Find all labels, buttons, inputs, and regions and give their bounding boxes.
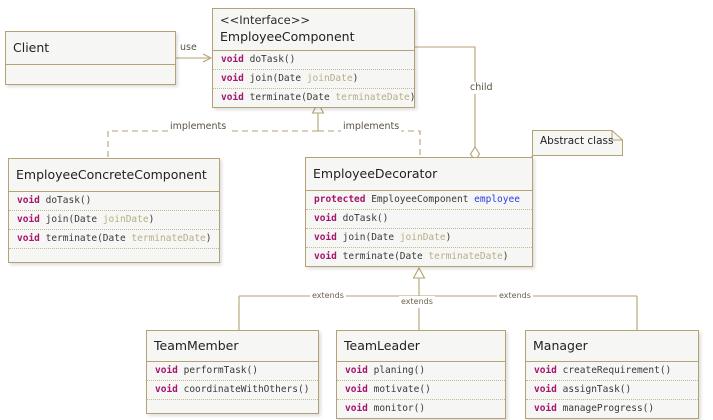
edge-label-use: use bbox=[178, 42, 199, 54]
edge-use-arrowhead bbox=[202, 53, 213, 63]
class-header-manager: Manager bbox=[526, 331, 698, 362]
edge-implements-concrete-dashed bbox=[107, 130, 318, 158]
edge-label-extends-team-member: extends bbox=[310, 290, 346, 302]
class-name-team-member: TeamMember bbox=[154, 338, 239, 353]
class-header-client: Client bbox=[6, 32, 175, 65]
class-header-team-member: TeamMember bbox=[147, 331, 318, 362]
member-row: protected EmployeeComponent employee bbox=[306, 191, 532, 210]
member-row: void join(Date joinDate) bbox=[9, 211, 219, 230]
edge-label-child: child bbox=[468, 82, 495, 94]
member-row: void assignTask() bbox=[526, 381, 698, 400]
class-name-employee-component: EmployeeComponent bbox=[220, 29, 355, 44]
member-row: void createRequirement() bbox=[526, 362, 698, 381]
member-row-spacer bbox=[147, 400, 318, 413]
class-box-team-member[interactable]: TeamMember void performTask() void coord… bbox=[146, 330, 319, 414]
class-box-employee-component[interactable]: <<Interface>> EmployeeComponent void doT… bbox=[212, 8, 416, 108]
edge-implements-decorator-dashed bbox=[318, 130, 421, 157]
class-box-manager[interactable]: Manager void createRequirement() void as… bbox=[525, 330, 699, 419]
class-name-client: Client bbox=[13, 40, 50, 55]
class-members-employee-decorator: protected EmployeeComponent employee voi… bbox=[306, 191, 532, 266]
member-row: void manageProgress() bbox=[534, 403, 655, 414]
class-header-employee-decorator: EmployeeDecorator bbox=[306, 158, 532, 191]
member-row: void terminate(Date terminateDate) bbox=[314, 251, 509, 262]
member-row: void doTask() bbox=[306, 210, 532, 229]
class-name-employee-concrete-component: EmployeeConcreteComponent bbox=[16, 167, 207, 182]
note-shape bbox=[532, 130, 623, 156]
edge-extends-triangle bbox=[412, 266, 426, 279]
class-header-employee-component: <<Interface>> EmployeeComponent bbox=[213, 9, 414, 51]
edge-label-implements-decorator: implements bbox=[341, 121, 402, 133]
class-name-employee-decorator: EmployeeDecorator bbox=[313, 166, 438, 181]
note-abstract-class-text: Abstract class bbox=[540, 135, 614, 147]
class-members-employee-component: void doTask() void join(Date joinDate) v… bbox=[213, 51, 416, 107]
member-row: void doTask() bbox=[213, 51, 414, 70]
class-box-employee-decorator[interactable]: EmployeeDecorator protected EmployeeComp… bbox=[305, 157, 533, 267]
edge-child-line bbox=[415, 46, 476, 147]
edge-label-extends-manager: extends bbox=[497, 290, 533, 302]
class-name-team-leader: TeamLeader bbox=[344, 338, 420, 353]
member-row: void motivate() bbox=[337, 381, 505, 400]
edge-label-extends-team-leader: extends bbox=[399, 296, 435, 308]
class-members-team-member: void performTask() void coordinateWithOt… bbox=[147, 362, 318, 413]
class-name-manager: Manager bbox=[533, 338, 588, 353]
member-row-spacer bbox=[9, 249, 219, 262]
class-members-team-leader: void planing() void motivate() void moni… bbox=[337, 362, 505, 418]
class-stereotype-employee-component: <<Interface>> bbox=[220, 13, 311, 27]
class-header-employee-concrete-component: EmployeeConcreteComponent bbox=[9, 159, 219, 192]
class-box-team-leader[interactable]: TeamLeader void planing() void motivate(… bbox=[336, 330, 506, 419]
class-box-employee-concrete-component[interactable]: EmployeeConcreteComponent void doTask() … bbox=[8, 158, 220, 263]
member-row: void join(Date joinDate) bbox=[306, 229, 532, 248]
class-members-employee-concrete-component: void doTask() void join(Date joinDate) v… bbox=[9, 192, 219, 262]
member-row: void join(Date joinDate) bbox=[213, 70, 414, 89]
edge-label-implements-concrete: implements bbox=[168, 121, 229, 133]
class-members-manager: void createRequirement() void assignTask… bbox=[526, 362, 698, 418]
member-row: void planing() bbox=[337, 362, 505, 381]
note-abstract-class[interactable]: Abstract class bbox=[532, 130, 623, 156]
member-row: void terminate(Date terminateDate) bbox=[221, 92, 416, 103]
member-row: void terminate(Date terminateDate) bbox=[9, 230, 219, 249]
class-header-team-leader: TeamLeader bbox=[337, 331, 505, 362]
class-empty-compartment-client bbox=[6, 65, 175, 84]
member-row: void performTask() bbox=[147, 362, 318, 381]
member-row: void doTask() bbox=[9, 192, 219, 211]
member-row: void coordinateWithOthers() bbox=[147, 381, 318, 400]
member-row: void monitor() bbox=[345, 403, 426, 414]
class-box-client[interactable]: Client bbox=[5, 31, 176, 85]
